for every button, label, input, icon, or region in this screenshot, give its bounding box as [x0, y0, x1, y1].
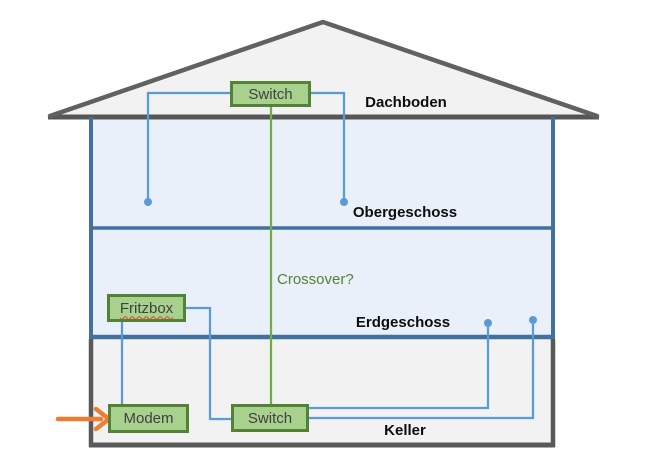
cable-fritzbox-kellerswitch: [186, 306, 232, 421]
device-label-modem: Modem: [123, 410, 174, 427]
roof-area: [50, 21, 597, 115]
annotation-crossover: Crossover?: [277, 271, 354, 288]
floor-label-erdgeschoss: Erdgeschoss: [355, 314, 451, 331]
cable-atticswitch-right-drop: [310, 91, 346, 200]
device-box-switch-attic: Switch: [230, 81, 311, 107]
floor-label-obergeschoss: Obergeschoss: [352, 204, 458, 221]
device-box-fritzbox: Fritzbox: [107, 294, 186, 322]
device-label-fritzbox: Fritzbox: [119, 299, 174, 317]
cable-kellerswitch-erdgeschoss-1: [308, 327, 490, 410]
cable-endpoint-erdgeschoss-left: [484, 319, 492, 327]
device-box-switch-keller: Switch: [231, 404, 309, 432]
cable-endpoint-obergeschoss-left: [144, 198, 152, 206]
roof-outline: [47, 19, 600, 119]
device-box-modem: Modem: [108, 404, 189, 433]
floor-label-dachboden: Dachboden: [365, 94, 447, 111]
cable-atticswitch-left-drop: [146, 91, 232, 200]
cable-endpoint-erdgeschoss-right: [529, 316, 537, 324]
floor-label-keller: Keller: [384, 422, 426, 439]
device-label-switch-attic: Switch: [248, 85, 293, 103]
cable-kellerswitch-erdgeschoss-2: [308, 324, 535, 420]
device-label-switch-keller: Switch: [247, 409, 293, 427]
cable-endpoint-obergeschoss-right: [340, 198, 348, 206]
